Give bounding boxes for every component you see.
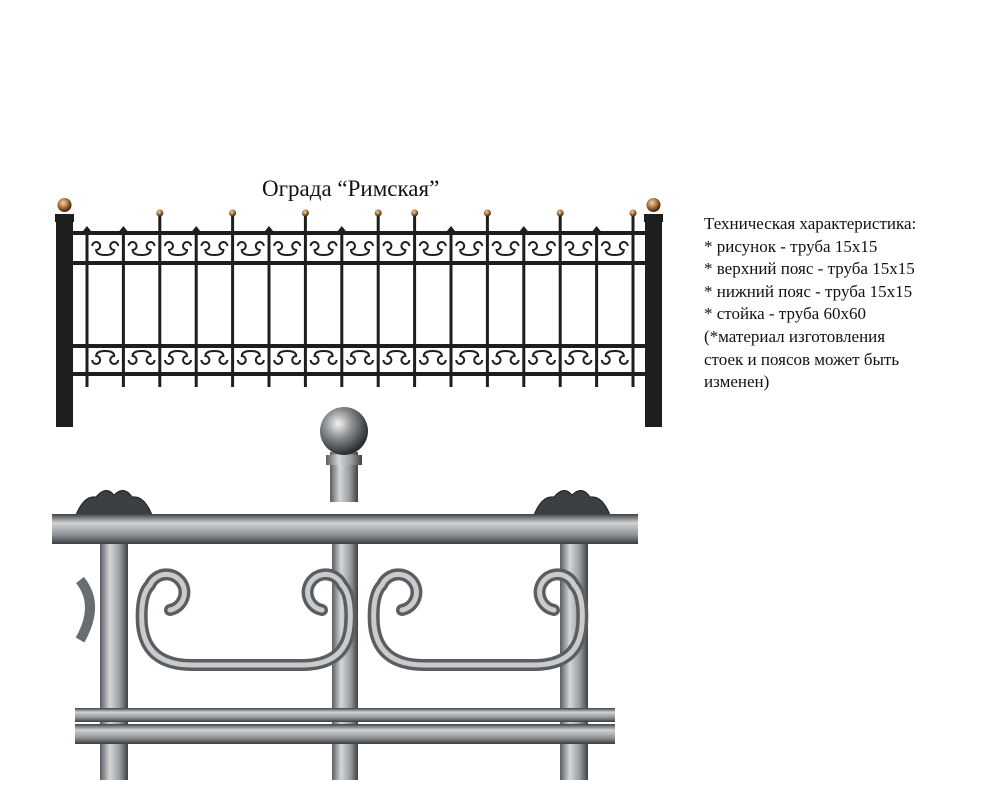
scroll-ornament	[236, 349, 265, 365]
detail-scroll	[367, 568, 589, 671]
scroll-ornament	[127, 349, 156, 365]
detail-scroll-partial	[75, 576, 95, 643]
scroll-ornament	[236, 241, 265, 257]
picket-finial	[374, 209, 382, 217]
fence-picket	[85, 228, 89, 387]
spec-item: * верхний пояс - труба 15х15	[704, 259, 915, 279]
fence-picket	[485, 215, 489, 387]
fence-picket	[267, 228, 271, 387]
technical-specs: Техническая характеристика: * рисунок - …	[704, 213, 916, 394]
detail-bottom-rail	[75, 724, 615, 744]
fence-picket	[194, 228, 198, 387]
rail-cap	[533, 490, 611, 516]
spec-item: * нижний пояс - труба 15х15	[704, 281, 913, 301]
fence-overview	[55, 198, 663, 427]
scroll-ornament	[91, 349, 120, 365]
spec-note: (*материал изготовления	[704, 326, 886, 346]
scroll-ornament	[273, 349, 302, 365]
fence-rail	[73, 231, 645, 235]
fence-picket	[631, 215, 635, 387]
spec-item: * рисунок - труба 15х15	[704, 236, 878, 256]
scroll-ornament	[164, 241, 192, 257]
detail-lower-rail	[75, 708, 615, 722]
scroll-ornament	[346, 241, 374, 257]
specs-heading: Техническая характеристика:	[704, 214, 917, 233]
fence-picket	[413, 215, 417, 387]
detail-top-rail	[52, 514, 638, 544]
scroll-ornament	[346, 349, 374, 365]
product-title: Ограда “Римская”	[262, 176, 440, 201]
scroll-ornament	[309, 241, 338, 257]
fence-picket	[303, 215, 307, 387]
scroll-ornament	[528, 349, 556, 365]
scroll-ornament	[127, 241, 156, 257]
fence-picket	[595, 228, 599, 387]
scroll-ornament	[382, 349, 411, 365]
picket-finial	[156, 209, 164, 217]
picket-finial	[411, 209, 419, 217]
fence-post	[645, 220, 662, 427]
scroll-ornament	[600, 241, 629, 257]
post-cap	[55, 214, 74, 222]
fence-picket	[121, 228, 125, 387]
picket-tip	[265, 226, 273, 231]
picket-finial	[483, 209, 491, 217]
fence-picket	[376, 215, 380, 387]
scroll-ornament	[273, 241, 302, 257]
fence-picket	[522, 228, 526, 387]
scroll-ornament	[455, 241, 484, 257]
scroll-ornament	[91, 241, 120, 257]
picket-finial	[301, 209, 309, 217]
fence-picket	[558, 215, 562, 387]
scroll-ornament	[491, 349, 520, 365]
picket-finial	[629, 209, 637, 217]
post-finial	[57, 198, 72, 212]
spec-note: изменен)	[704, 372, 770, 392]
detail-scroll	[135, 568, 357, 671]
fence-rail	[73, 372, 645, 376]
scroll-ornament	[418, 349, 447, 365]
fence-rail	[73, 344, 645, 348]
fence-detail-closeup	[52, 407, 638, 780]
picket-tip	[83, 226, 91, 231]
fence-picket	[340, 228, 344, 387]
picket-tip	[192, 226, 201, 231]
spec-note: стоек и поясов может быть	[704, 349, 900, 369]
fence-picket	[449, 228, 453, 387]
fence-post	[56, 220, 73, 427]
picket-tip	[447, 226, 455, 231]
rail-cap	[75, 490, 153, 516]
scroll-ornament	[309, 349, 338, 365]
scroll-ornament	[455, 349, 484, 365]
scroll-ornament	[564, 241, 593, 257]
fence-rail	[73, 261, 645, 265]
scroll-ornament	[200, 241, 229, 257]
picket-tip	[519, 226, 528, 231]
scroll-ornament	[382, 241, 411, 257]
scroll-ornament	[164, 349, 192, 365]
scroll-ornament	[528, 241, 556, 257]
fence-picket	[231, 215, 235, 387]
fence-picket	[158, 215, 162, 387]
picket-finial	[229, 209, 237, 217]
picket-tip	[119, 226, 128, 231]
post-finial	[646, 198, 661, 212]
scroll-ornament	[491, 241, 520, 257]
spec-item: * стойка - труба 60х60	[704, 304, 866, 324]
finial-ball	[320, 407, 368, 455]
picket-tip	[592, 226, 601, 231]
detail-scroll-highlight	[371, 571, 585, 668]
detail-scroll-highlight	[139, 571, 353, 668]
finial-collar	[326, 455, 362, 465]
post-cap	[644, 214, 663, 222]
picket-finial	[556, 209, 564, 217]
scroll-ornament	[564, 349, 593, 365]
scroll-ornament	[600, 349, 629, 365]
picket-tip	[337, 226, 346, 231]
scroll-ornament	[418, 241, 447, 257]
scroll-ornament	[200, 349, 229, 365]
